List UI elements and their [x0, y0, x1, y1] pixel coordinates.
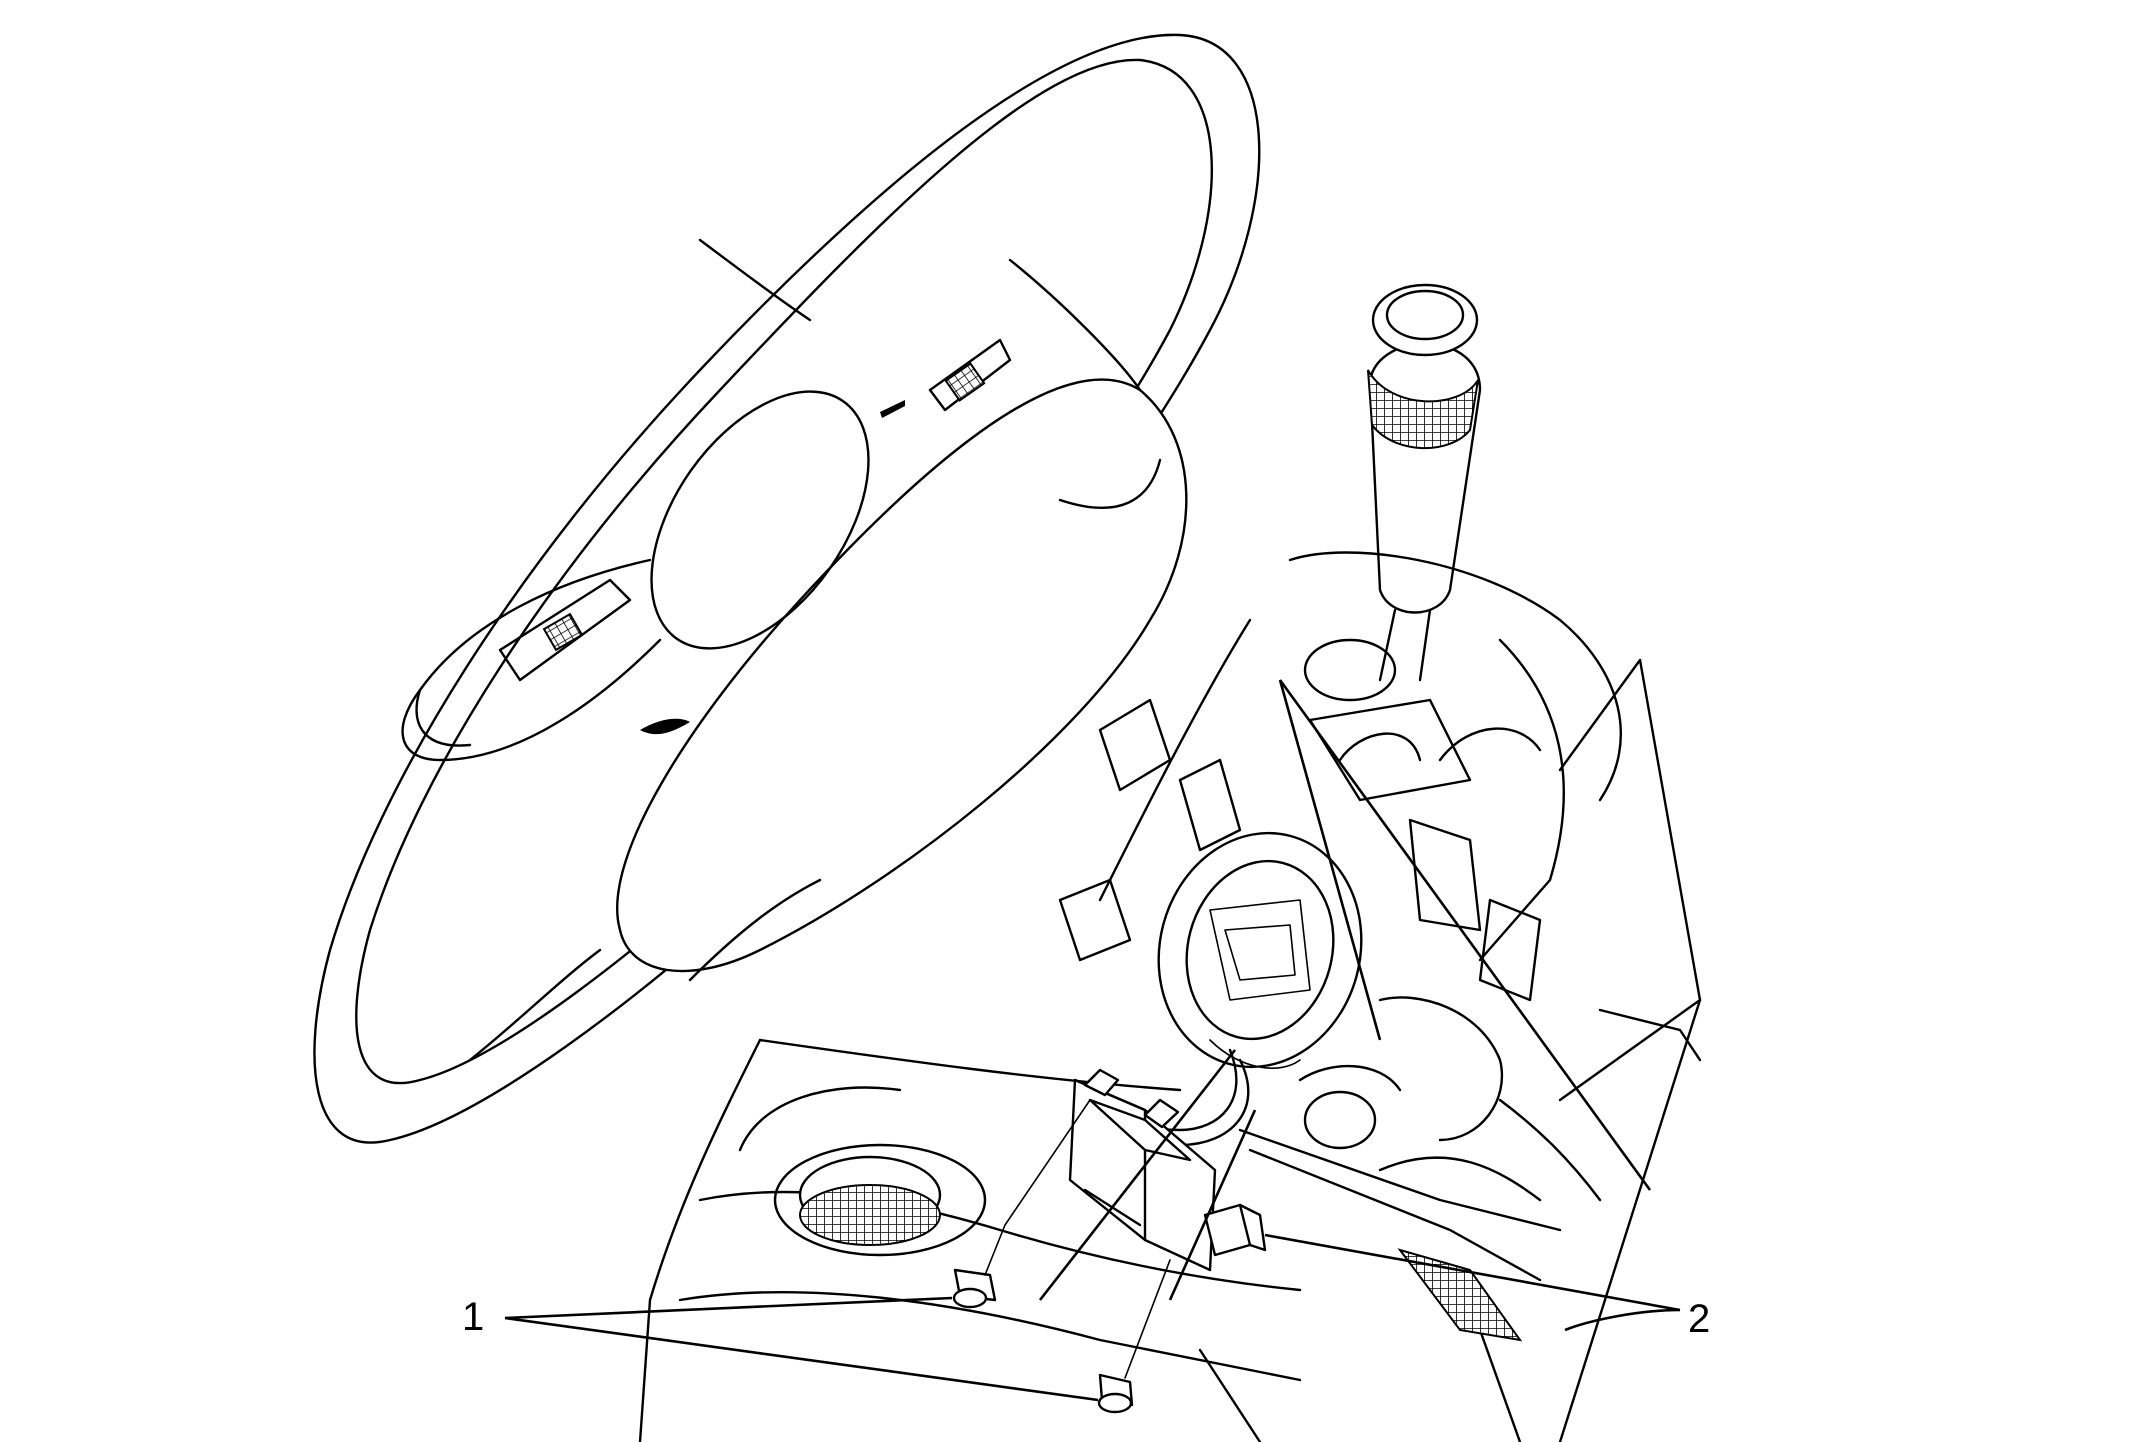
- callout-label-1: 1: [462, 1295, 484, 1339]
- steering-column-housing: [1058, 551, 1622, 1150]
- steering-angle-module: [1068, 1068, 1267, 1272]
- turn-signal-stalk: [1367, 283, 1482, 682]
- screw-upper: [952, 1099, 1091, 1309]
- wiring-harness: [1238, 1008, 1702, 1342]
- callout-2-leaders: [1038, 679, 1681, 1332]
- steering-wheel: [313, 33, 1261, 1144]
- callout-1-leaders: [504, 1296, 1099, 1402]
- headlamp-switch-knob: [738, 1086, 987, 1257]
- screw-lower: [1097, 1259, 1171, 1414]
- instrument-panel: [638, 658, 1702, 1442]
- steering-angle-sensor-ring: [1157, 831, 1363, 1069]
- callout-label-2: 2: [1688, 1297, 1710, 1341]
